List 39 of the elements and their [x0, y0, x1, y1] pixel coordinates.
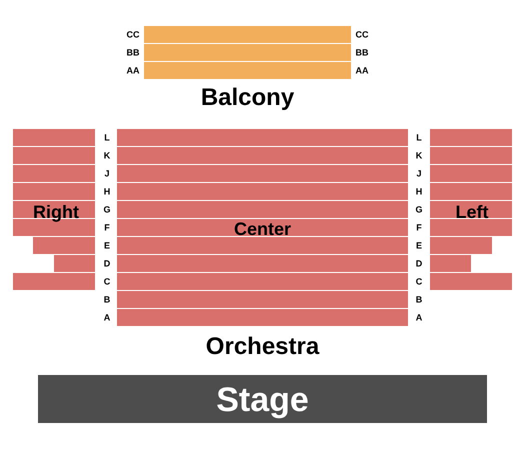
section-name: Left [456, 203, 488, 221]
row-letter: CC [126, 30, 140, 40]
row-letter: A [416, 314, 422, 322]
row-letter: H [416, 188, 422, 196]
row-letter: D [416, 260, 422, 268]
row-letter: A [104, 314, 110, 322]
row-letter: B [104, 296, 110, 304]
seating-section [13, 129, 95, 291]
row-letter: J [416, 170, 422, 178]
row-letter: L [416, 134, 422, 142]
stage-area [38, 375, 487, 423]
row-letter: CC [356, 30, 368, 40]
row-letter: AA [356, 66, 368, 76]
row-letter: F [416, 224, 422, 232]
row-letter: K [416, 152, 422, 160]
section-name: Center [234, 220, 291, 238]
section-name: Stage [216, 383, 309, 417]
row-letter: F [104, 224, 110, 232]
row-letter: E [416, 242, 422, 250]
row-letter: H [104, 188, 110, 196]
seating-section [144, 26, 351, 112]
row-letter: C [416, 278, 422, 286]
row-letter: L [104, 134, 110, 142]
row-letter: C [104, 278, 110, 286]
row-letter: G [104, 206, 110, 214]
seating-section [430, 129, 512, 291]
row-letter: J [104, 170, 110, 178]
row-letter: E [104, 242, 110, 250]
section-name: Right [33, 203, 79, 221]
row-letter: BB [356, 48, 368, 58]
row-letter: K [104, 152, 110, 160]
seating-section [117, 129, 408, 327]
section-name: Balcony [200, 86, 294, 110]
section-name: Orchestra [206, 335, 320, 359]
row-letter: D [104, 260, 110, 268]
row-letter: B [416, 296, 422, 304]
row-letter: AA [126, 66, 140, 76]
row-letter: G [416, 206, 422, 214]
row-letter: BB [126, 48, 140, 58]
